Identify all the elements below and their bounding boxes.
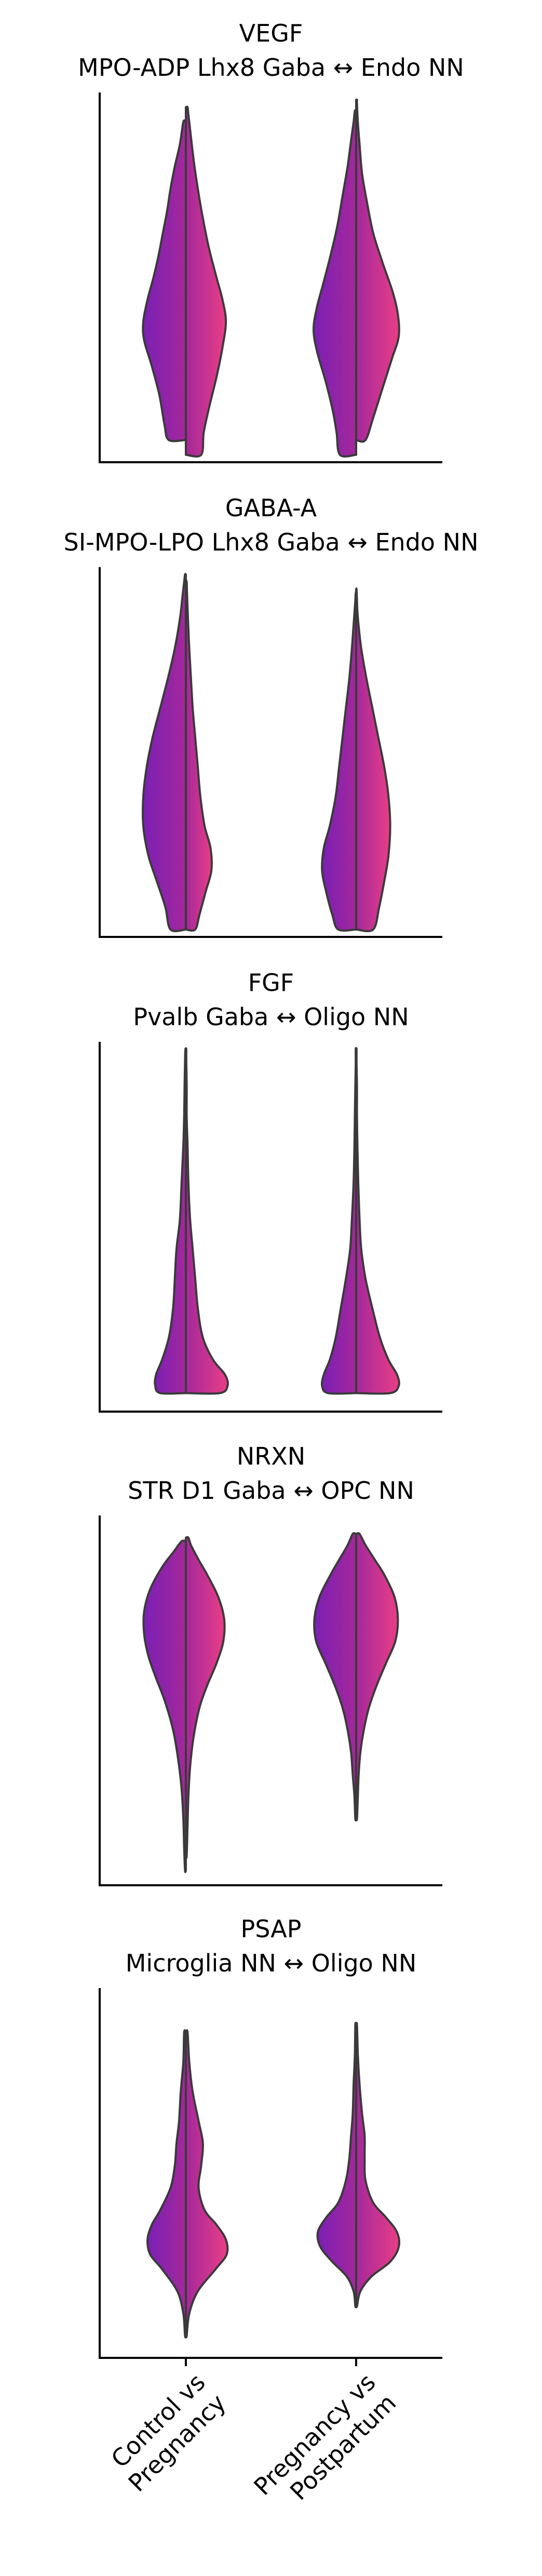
violin-2 bbox=[320, 1047, 400, 1395]
violin-1 bbox=[142, 105, 227, 458]
violin-1 bbox=[146, 2029, 229, 2339]
violin-half-left bbox=[154, 1047, 187, 1395]
violin-half-left bbox=[146, 2029, 187, 2339]
violin-1 bbox=[154, 1047, 229, 1395]
violin-half-left bbox=[313, 109, 357, 458]
panel-title: NRXN bbox=[237, 1442, 305, 1470]
violin-2 bbox=[313, 98, 400, 458]
violin-half-left bbox=[141, 573, 187, 932]
violin-half-right bbox=[185, 105, 227, 458]
violin-half-right bbox=[355, 1047, 400, 1395]
violin-half-right bbox=[185, 1536, 226, 1859]
violin-2 bbox=[321, 587, 391, 932]
violin-half-left bbox=[142, 1539, 187, 1873]
violin-half-left bbox=[142, 119, 187, 442]
violin-half-right bbox=[355, 1532, 399, 1821]
panel-title: GABA-A bbox=[225, 494, 317, 522]
violin-2 bbox=[313, 1532, 399, 1821]
panel-title: PSAP bbox=[241, 1915, 302, 1943]
panel-title: VEGF bbox=[239, 19, 303, 47]
violin-1 bbox=[141, 573, 213, 932]
violin-half-right bbox=[355, 2022, 401, 2309]
panel-subtitle: SI-MPO-LPO Lhx8 Gaba ↔ Endo NN bbox=[64, 528, 479, 556]
violin-half-right bbox=[185, 580, 213, 932]
violin-half-left bbox=[313, 1532, 357, 1821]
x-tick-label: Pregnancy vsPostpartum bbox=[248, 2368, 401, 2521]
panel-subtitle: Pvalb Gaba ↔ Oligo NN bbox=[133, 1003, 409, 1031]
violin-panel-2: GABA-A SI-MPO-LPO Lhx8 Gaba ↔ Endo NN bbox=[64, 494, 479, 938]
panel-subtitle: STR D1 Gaba ↔ OPC NN bbox=[128, 1477, 414, 1505]
violin-half-right bbox=[355, 587, 391, 932]
x-tick-label: Control vsPregnancy bbox=[102, 2368, 231, 2497]
violin-half-right bbox=[185, 2029, 229, 2339]
panel-subtitle: Microglia NN ↔ Oligo NN bbox=[126, 1949, 417, 1977]
violin-panel-4: NRXN STR D1 Gaba ↔ OPC NN bbox=[99, 1442, 442, 1886]
panel-title: FGF bbox=[248, 969, 294, 997]
violin-half-right bbox=[185, 1047, 229, 1395]
violin-half-right bbox=[355, 98, 400, 443]
panel-subtitle: MPO-ADP Lhx8 Gaba ↔ Endo NN bbox=[78, 53, 464, 82]
violin-1 bbox=[142, 1536, 226, 1873]
violin-2 bbox=[316, 2022, 401, 2309]
violin-panel-5: PSAP Microglia NN ↔ Oligo NN bbox=[99, 1915, 442, 2366]
violin-half-left bbox=[321, 591, 357, 932]
violin-panel-1: VEGF MPO-ADP Lhx8 Gaba ↔ Endo NN bbox=[78, 19, 464, 463]
violin-half-left bbox=[316, 2022, 357, 2309]
violin-panel-3: FGF Pvalb Gaba ↔ Oligo NN bbox=[99, 969, 442, 1413]
violin-half-left bbox=[320, 1047, 357, 1395]
